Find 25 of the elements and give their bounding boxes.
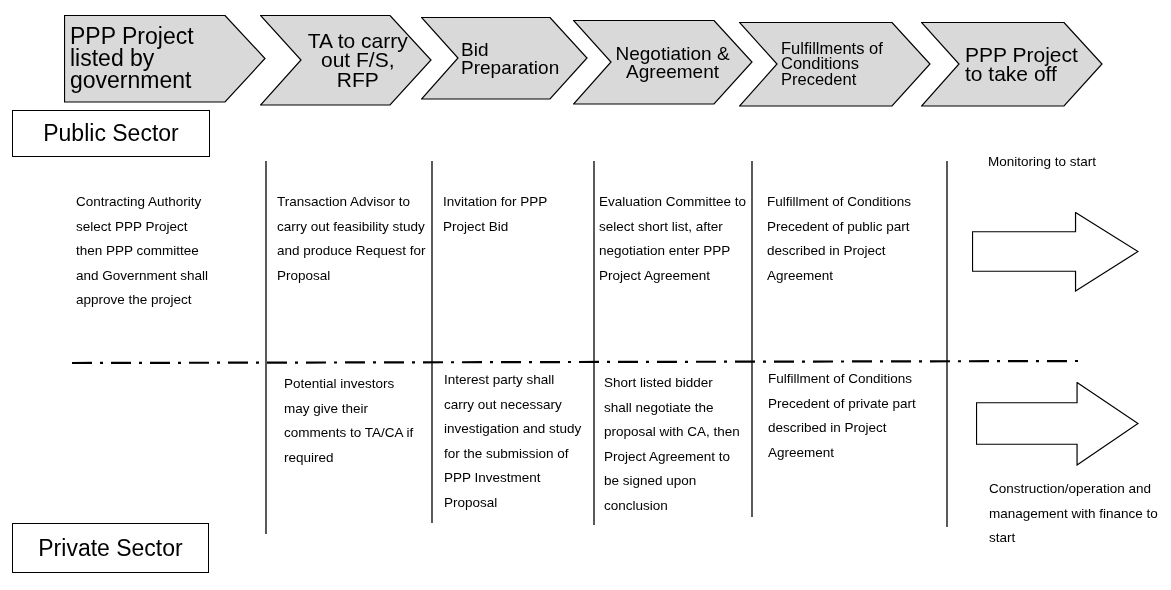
process-step-banner <box>64 15 266 103</box>
lane-header: Public Sector <box>12 110 210 157</box>
step-title: TA to carry out F/S, RFP <box>306 30 409 91</box>
step-title: PPP Project to take off <box>965 44 1079 85</box>
note-text: Monitoring to start <box>988 153 1098 171</box>
step-description: Evaluation Committee to select short list, after negotiation enter PPP Project Agreement <box>599 193 748 285</box>
step-description: Transaction Advisor to carry out feasibility study and produce Request for Proposal <box>277 193 427 285</box>
step-title: Bid Preparation <box>461 40 561 77</box>
step-title: Negotiation & Agreement <box>614 44 731 81</box>
step-description: Potential investors may give their comments to TA/CA if required <box>284 375 415 467</box>
process-step-banner <box>921 22 1103 107</box>
process-step-banner <box>260 15 432 106</box>
process-step-banner <box>573 20 753 105</box>
process-step-banner <box>421 17 588 100</box>
step-description: Fulfillment of Conditions Precedent of private part described in Project Agreement <box>768 370 917 462</box>
step-title: Fulfillments of Conditions Precedent <box>781 41 884 88</box>
step-title: PPP Project listed by government <box>70 26 195 92</box>
step-description: Contracting Authority select PPP Project then PPP committee and Government shall approve the project <box>76 193 210 309</box>
step-description: Short listed bidder shall negotiate the proposal with CA, then Project Agreement to be signed upon conclusion <box>604 374 741 515</box>
note-text: Construction/operation and management with finance to start <box>989 480 1159 547</box>
step-description: Fulfillment of Conditions Precedent of public part described in Project Agreement <box>767 193 913 285</box>
process-step-banner <box>739 22 931 107</box>
lane-header: Private Sector <box>12 523 209 573</box>
step-description: Invitation for PPP Project Bid <box>443 193 549 236</box>
step-description: Interest party shall carry out necessary investigation and study for the submission of PPP Investment Proposal <box>444 371 583 512</box>
